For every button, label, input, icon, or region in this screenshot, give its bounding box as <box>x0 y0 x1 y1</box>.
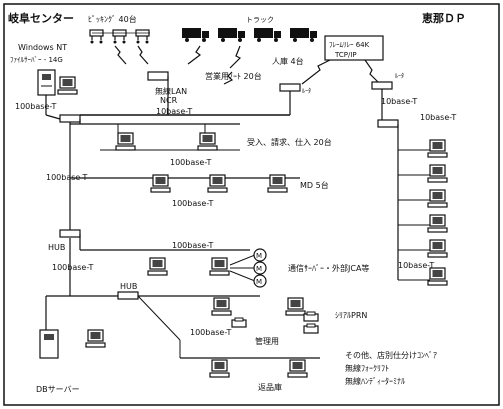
picking-cart-icon <box>112 29 127 45</box>
serial-prn-label: ｼﾘｱﾙPRN <box>335 311 367 320</box>
picking-label: ﾋﾟｯｷﾝｸﾞ 40台 <box>88 14 137 24</box>
link-100base-5: 100base-T <box>172 241 213 250</box>
warehouse-label: 人庫 4台 <box>272 56 304 66</box>
link-10base-2: 10base-T <box>381 97 417 106</box>
router-ena-label: ﾙｰﾀ <box>395 73 404 80</box>
comm-server-label: 通信ｻｰﾊﾞｰ・外部JCA等 <box>288 263 369 273</box>
md-label: MD 5台 <box>300 180 329 190</box>
picking-cart-icon <box>89 29 104 45</box>
returns-pc-icon <box>287 359 308 378</box>
frame-relay-box <box>324 35 384 61</box>
md-pc-icon <box>150 174 171 193</box>
truck-icon <box>218 28 245 42</box>
picking-cart-icon <box>135 29 150 45</box>
ena-pc-icon <box>427 139 448 158</box>
db-server-label: DBサーバー <box>36 385 80 394</box>
serial-printer-icon <box>303 311 319 322</box>
link-100base-2: 100base-T <box>170 158 211 167</box>
ena-pc-icon <box>427 189 448 208</box>
wireless-lan-label: 無線LAN <box>155 86 187 96</box>
serial-printer-icon <box>231 317 247 328</box>
router-ena-icon <box>371 81 393 90</box>
site-title-gifu: 岐阜センター <box>8 11 74 25</box>
ena-pc-icon <box>427 239 448 258</box>
truck-icon <box>182 28 209 42</box>
link-10base-4: 10base-T <box>398 261 434 270</box>
link-100base-3: 100base-T <box>172 199 213 208</box>
management-pc-icon <box>211 297 232 316</box>
router-gifu-icon <box>279 83 301 92</box>
sales-notebook-label: 営業用ﾉｰﾄ 20台 <box>205 71 262 81</box>
receiving-pc-icon <box>115 132 136 151</box>
receiving-pc-icon <box>197 132 218 151</box>
link-100base-4: 100base-T <box>46 173 87 182</box>
modem-icon <box>253 261 267 275</box>
file-server-icon <box>37 69 56 96</box>
link-10base-1: 10base-T <box>156 107 192 116</box>
windows-nt-label: Windows NT <box>18 43 67 52</box>
md-pc-icon <box>267 174 288 193</box>
frame <box>3 3 500 406</box>
modem-label: M <box>256 252 262 260</box>
db-console-icon <box>85 329 106 348</box>
modem-icon <box>253 248 267 262</box>
receiving-label: 受入、請求、仕入 20台 <box>247 137 332 147</box>
ena-pc-icon <box>427 214 448 233</box>
hub-1-label: HUB <box>48 243 65 252</box>
ena-hub-icon <box>377 119 399 128</box>
router-gifu-label: ﾙｰﾀ <box>302 88 311 95</box>
modem-label: M <box>256 265 262 273</box>
serial-printer-icon <box>303 323 319 334</box>
tcpip-label: TCP/IP <box>334 51 357 59</box>
comm-pc-icon <box>147 257 168 276</box>
truck-icon <box>290 28 317 42</box>
other-label-1: その他、店別仕分けｺﾝﾍﾞｱ <box>345 350 437 360</box>
link-10base-3: 10base-T <box>420 113 456 122</box>
link-100base-6: 100base-T <box>52 263 93 272</box>
ena-pc-icon <box>427 164 448 183</box>
ena-pc-icon <box>427 267 448 286</box>
hub-2-icon <box>117 291 139 300</box>
md-pc-icon <box>207 174 228 193</box>
file-server-label: ﾌｧｲﾙｻｰﾊﾞｰ - 14G <box>10 56 63 64</box>
returns-label: 返品庫 <box>258 382 282 392</box>
ncr-label: NCR <box>160 96 178 105</box>
other-label-2: 無線ﾌｫｰｸﾘﾌﾄ <box>345 363 389 373</box>
modem-icon <box>253 274 267 288</box>
other-label-3: 無線ﾊﾝﾃﾞｨｰﾀｰﾐﾅﾙ <box>345 376 405 386</box>
truck-label: トラック <box>246 16 274 24</box>
link-100base-7: 100base-T <box>190 328 231 337</box>
site-title-ena: 恵那ＤＰ <box>422 11 466 25</box>
modem-label: M <box>256 278 262 286</box>
frame-relay-label: ﾌﾚｰﾑﾘﾚｰ 64K <box>329 41 370 49</box>
link-100base-1: 100base-T <box>15 102 56 111</box>
hub-1-icon <box>59 229 81 238</box>
comm-server-icon <box>209 257 230 276</box>
truck-icon <box>254 28 281 42</box>
file-server-console-icon <box>57 76 78 95</box>
wireless-lan-ap-icon <box>147 71 169 81</box>
management-label: 管理用 <box>255 336 279 346</box>
returns-pc-icon <box>209 359 230 378</box>
core-switch-icon <box>59 114 81 123</box>
management-pc-icon <box>285 297 306 316</box>
hub-2-label: HUB <box>120 282 137 291</box>
